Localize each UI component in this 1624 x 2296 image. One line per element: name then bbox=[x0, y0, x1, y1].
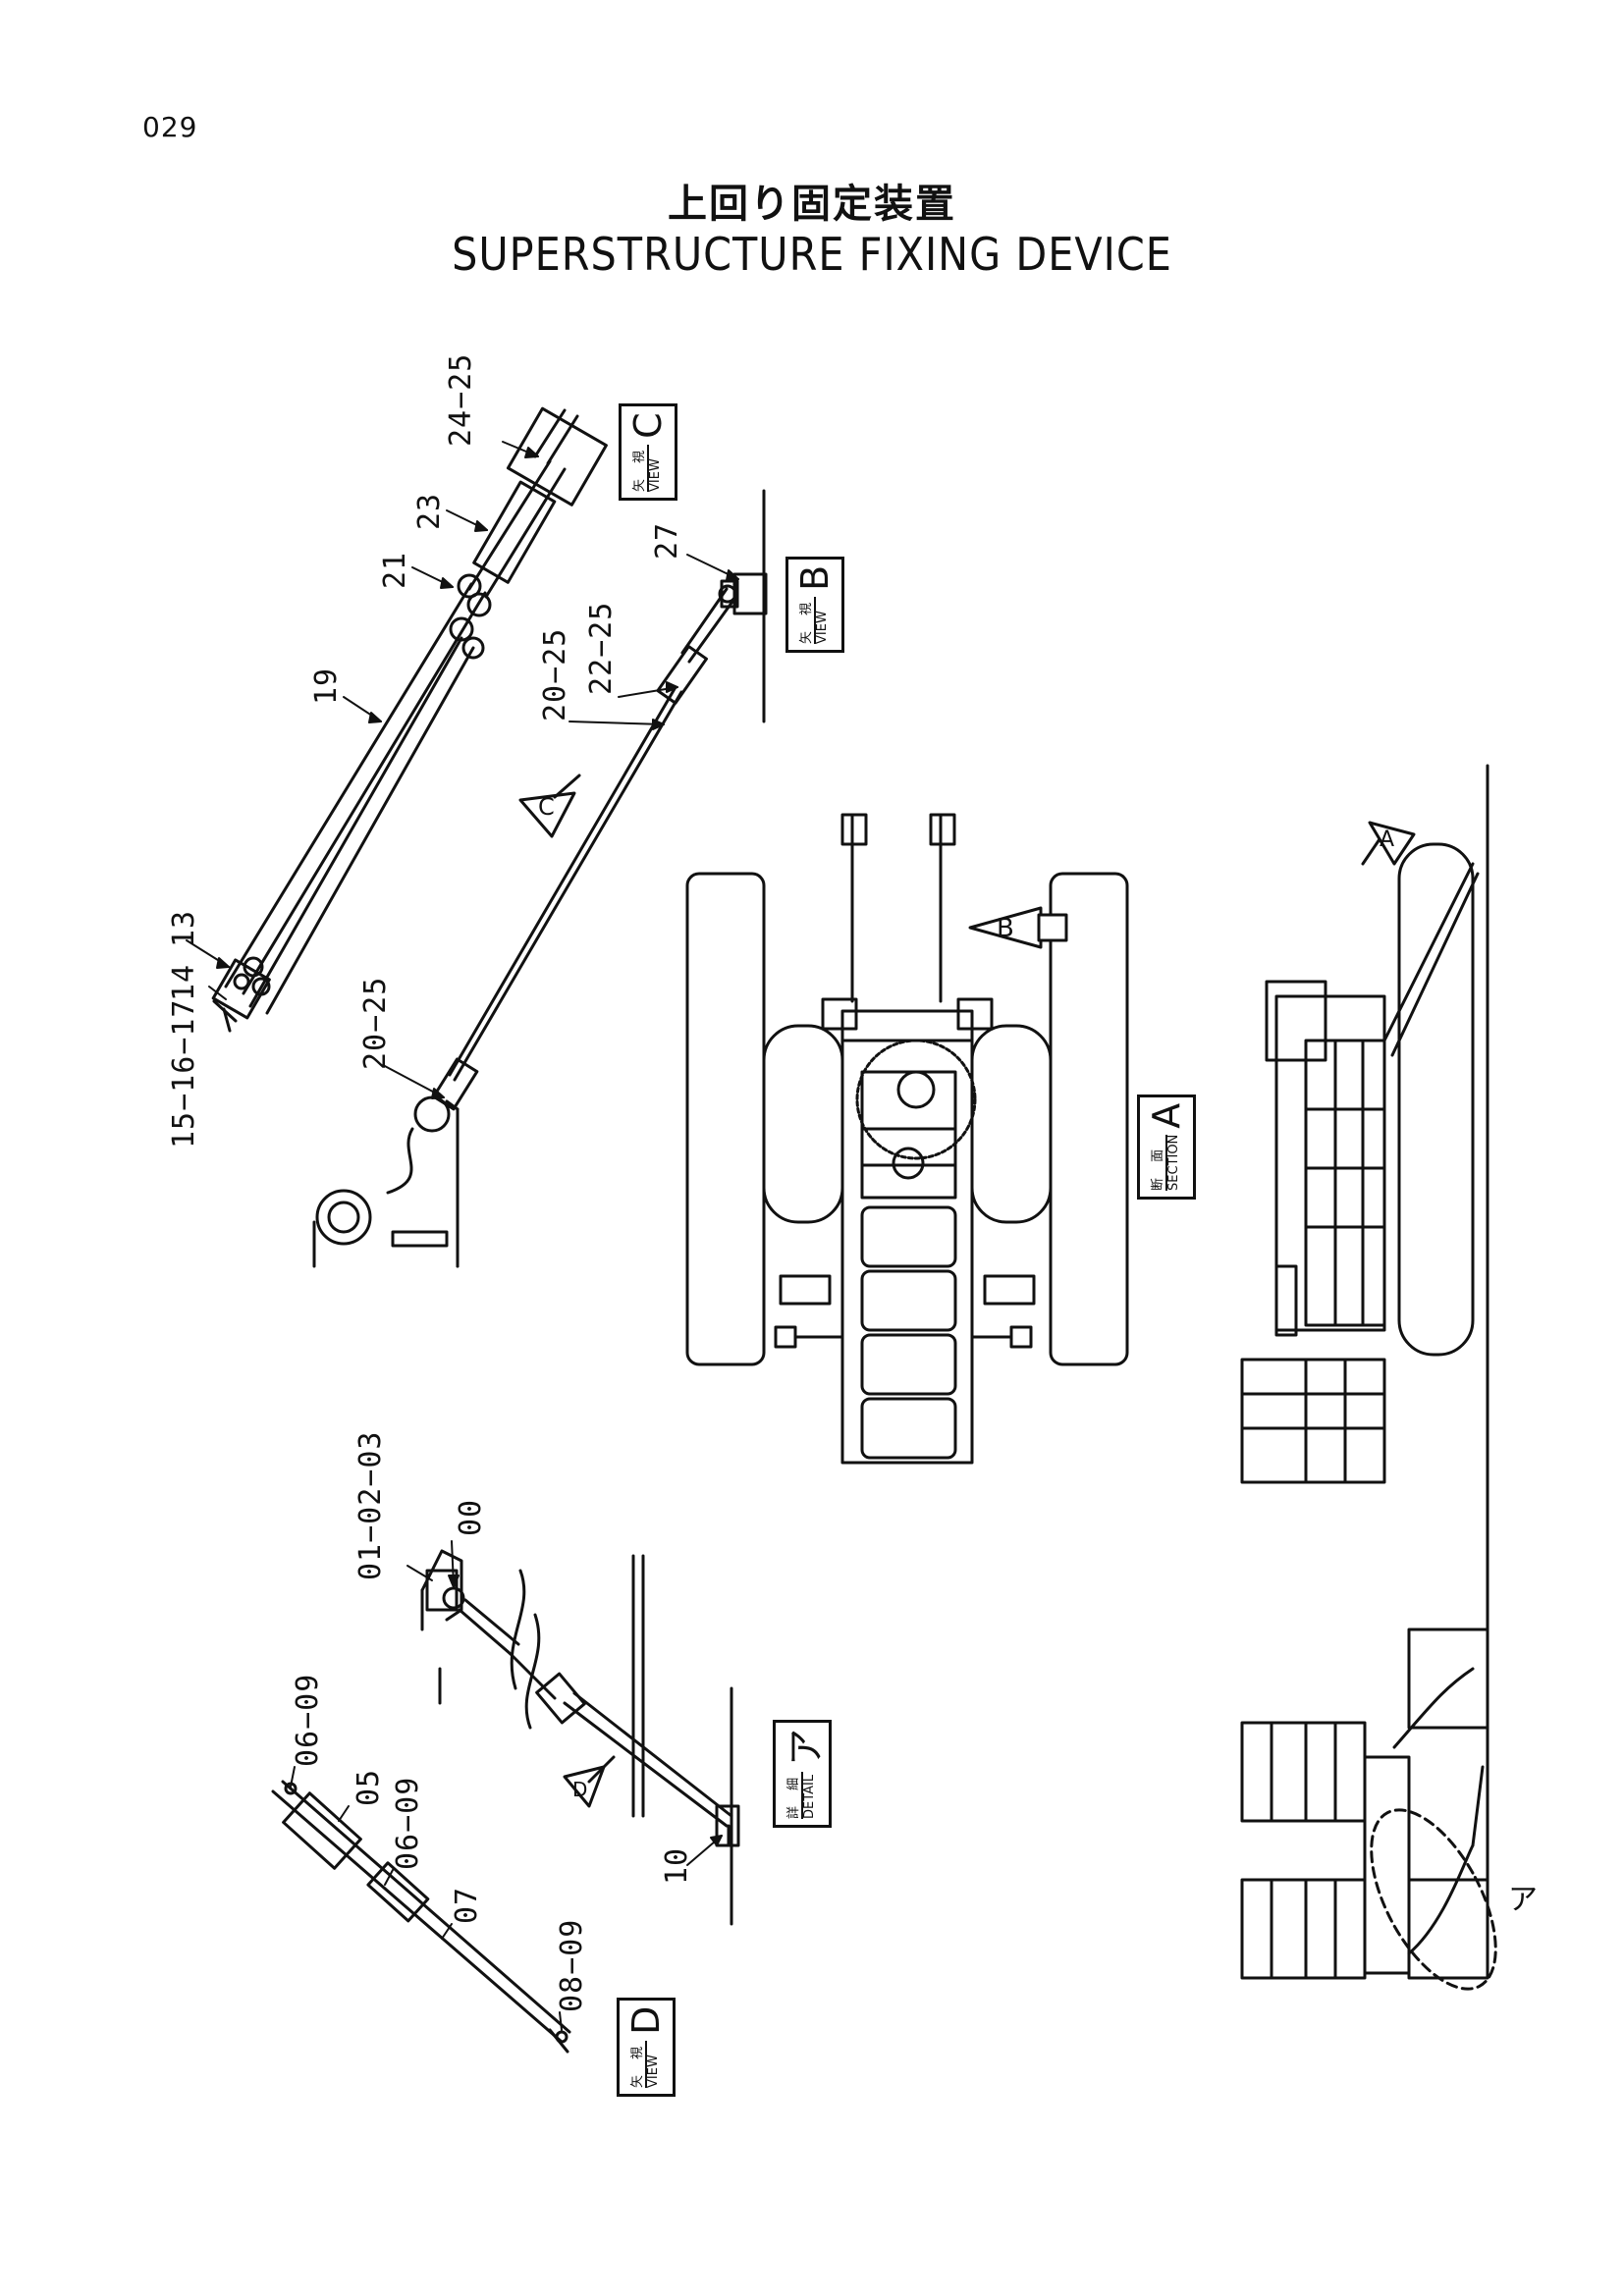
badge-section-a-jp: 断 面 bbox=[1151, 1143, 1165, 1191]
label-part-00: 00 bbox=[454, 1498, 488, 1536]
label-part-23: 23 bbox=[412, 492, 447, 530]
title-japanese: 上回り固定装置 bbox=[668, 182, 956, 227]
detail-a-leaders bbox=[406, 1540, 723, 1866]
label-part-22-25: 22−25 bbox=[584, 601, 619, 695]
detail-a-rod bbox=[420, 1549, 740, 1926]
arrow-marker-d-letter: D bbox=[572, 1778, 587, 1801]
label-part-08-09: 08−09 bbox=[555, 1918, 589, 2012]
badge-view-b-en: VIEW bbox=[814, 596, 830, 644]
badge-view-b-jp: 矢 視 bbox=[799, 596, 814, 644]
label-part-20-25-top: 20−25 bbox=[358, 976, 393, 1070]
label-part-19: 19 bbox=[309, 667, 344, 705]
title-english: SUPERSTRUCTURE FIXING DEVICE bbox=[452, 228, 1172, 281]
label-part-13: 13 bbox=[167, 909, 201, 947]
view-b-rod bbox=[312, 489, 768, 1268]
badge-view-d-en: VIEW bbox=[645, 2040, 661, 2088]
detail-a-callout: ア bbox=[1508, 1883, 1538, 1917]
view-d-leaders bbox=[290, 1766, 563, 2031]
arrow-marker-a-letter: A bbox=[1380, 828, 1394, 852]
badge-detail-a-letter: ア bbox=[784, 1728, 828, 1766]
label-part-01-02-03: 01−02−03 bbox=[353, 1430, 388, 1581]
label-part-05: 05 bbox=[352, 1768, 386, 1806]
label-part-21: 21 bbox=[378, 551, 412, 589]
badge-view-c-jp: 矢 視 bbox=[632, 444, 647, 492]
arrow-marker-b-letter: B bbox=[997, 914, 1014, 943]
label-part-06-09-a: 06−09 bbox=[291, 1673, 325, 1767]
view-b-leaders bbox=[382, 554, 739, 1099]
label-part-27: 27 bbox=[650, 521, 684, 560]
label-part-15-16-17: 15−16−17 bbox=[167, 998, 201, 1149]
label-part-07: 07 bbox=[450, 1886, 484, 1924]
badge-view-c-en: VIEW bbox=[647, 444, 663, 492]
section-a-side-elevation bbox=[1240, 764, 1489, 1965]
label-part-06-09-b: 06−09 bbox=[391, 1776, 425, 1870]
badge-view-d-jp: 矢 視 bbox=[630, 2040, 645, 2088]
arrow-marker-b bbox=[968, 906, 1068, 949]
badge-detail-a-jp: 詳 細 bbox=[786, 1771, 801, 1819]
badge-detail-a-en: DETAIL bbox=[801, 1771, 817, 1819]
crawler-end-view bbox=[1240, 1628, 1497, 1991]
label-part-14: 14 bbox=[167, 963, 201, 1001]
section-a-crawler-plan bbox=[685, 813, 1129, 1465]
page-number: 029 bbox=[142, 111, 198, 143]
arrow-marker-d bbox=[563, 1755, 616, 1808]
view-c-tie-rods bbox=[211, 406, 608, 1033]
arrow-marker-c-letter: C bbox=[538, 793, 555, 821]
view-c-leaders bbox=[186, 441, 539, 1000]
label-part-20-25-mid: 20−25 bbox=[538, 627, 572, 721]
label-part-24-25: 24−25 bbox=[444, 352, 478, 447]
label-part-10: 10 bbox=[660, 1846, 694, 1885]
arrow-marker-c bbox=[518, 774, 581, 838]
badge-section-a-letter: A bbox=[1145, 1102, 1188, 1129]
badge-view-c-letter: C bbox=[626, 412, 670, 439]
view-d-turnbuckle bbox=[271, 1780, 571, 2054]
arrow-marker-a bbox=[1361, 821, 1416, 866]
badge-view-b-letter: B bbox=[793, 564, 837, 591]
badge-section-a-en: SECTION bbox=[1165, 1134, 1181, 1191]
badge-view-d-letter: D bbox=[624, 2005, 668, 2035]
